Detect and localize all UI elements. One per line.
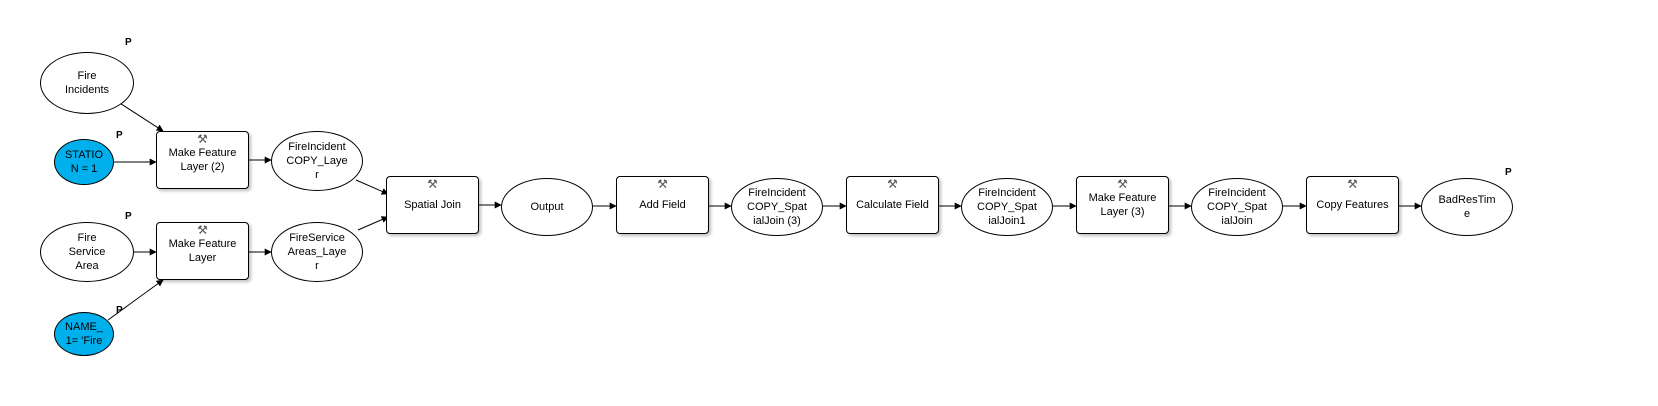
add-field-tool[interactable]: ⚒ Add Field: [616, 176, 709, 234]
node-label: Add Field: [639, 199, 686, 211]
connector-arrow: [114, 99, 164, 132]
node-label: NAME_ 1= 'Fire: [65, 321, 103, 347]
node-label: Make Feature Layer (3): [1088, 192, 1157, 218]
hammer-icon: ⚒: [657, 177, 668, 191]
make-feature-layer-tool[interactable]: ⚒ Make Feature Layer: [156, 222, 249, 280]
hammer-icon: ⚒: [197, 132, 208, 146]
badrestime-node[interactable]: BadResTim e: [1421, 178, 1513, 236]
name-variable-node[interactable]: NAME_ 1= 'Fire: [54, 312, 114, 356]
node-label: FireService Areas_Laye r: [287, 232, 347, 272]
parameter-marker: P: [116, 305, 123, 316]
copy-features-tool[interactable]: ⚒ Copy Features: [1306, 176, 1399, 234]
spatial-join-tool[interactable]: ⚒ Spatial Join: [386, 176, 479, 234]
connector-arrow: [355, 179, 389, 195]
fireincident-copy-layer-node[interactable]: FireIncident COPY_Laye r: [271, 131, 363, 191]
node-label: Copy Features: [1316, 199, 1389, 211]
node-label: FireIncident COPY_Spat ialJoin1: [977, 187, 1037, 227]
fireservice-areas-layer-node[interactable]: FireService Areas_Laye r: [271, 222, 363, 282]
node-label: Make Feature Layer (2): [168, 147, 237, 173]
hammer-icon: ⚒: [1117, 177, 1128, 191]
node-label: Fire Incidents: [64, 70, 110, 96]
node-label: Calculate Field: [856, 199, 929, 211]
connector-arrow: [357, 216, 389, 231]
make-feature-layer-2-tool[interactable]: ⚒ Make Feature Layer (2): [156, 131, 249, 189]
calculate-field-tool[interactable]: ⚒ Calculate Field: [846, 176, 939, 234]
node-label: FireIncident COPY_Laye r: [286, 141, 348, 181]
hammer-icon: ⚒: [1347, 177, 1358, 191]
node-label: STATIO N = 1: [64, 149, 104, 175]
hammer-icon: ⚒: [887, 177, 898, 191]
connector-arrow: [107, 279, 164, 321]
make-feature-layer-3-tool[interactable]: ⚒ Make Feature Layer (3): [1076, 176, 1169, 234]
node-label: Spatial Join: [404, 199, 461, 211]
station-variable-node[interactable]: STATIO N = 1: [54, 139, 114, 185]
hammer-icon: ⚒: [197, 223, 208, 237]
node-label: FireIncident COPY_Spat ialJoin: [1207, 187, 1267, 227]
fireincident-copy-spatialjoin-node[interactable]: FireIncident COPY_Spat ialJoin: [1191, 178, 1283, 236]
node-label: Output: [530, 201, 564, 213]
fireincident-copy-spatialjoin3-node[interactable]: FireIncident COPY_Spat ialJoin (3): [731, 178, 823, 236]
hammer-icon: ⚒: [427, 177, 438, 191]
fire-service-area-node[interactable]: Fire Service Area: [40, 222, 134, 282]
node-label: Make Feature Layer: [168, 238, 237, 264]
parameter-marker: P: [1505, 167, 1512, 178]
parameter-marker: P: [116, 130, 123, 141]
output-node[interactable]: Output: [501, 178, 593, 236]
fire-incidents-node[interactable]: Fire Incidents: [40, 52, 134, 114]
node-label: Fire Service Area: [68, 232, 106, 272]
parameter-marker: P: [125, 37, 132, 48]
node-label: BadResTim e: [1438, 194, 1496, 220]
fireincident-copy-spatialjoin1-node[interactable]: FireIncident COPY_Spat ialJoin1: [961, 178, 1053, 236]
parameter-marker: P: [125, 211, 132, 222]
node-label: FireIncident COPY_Spat ialJoin (3): [747, 187, 807, 227]
